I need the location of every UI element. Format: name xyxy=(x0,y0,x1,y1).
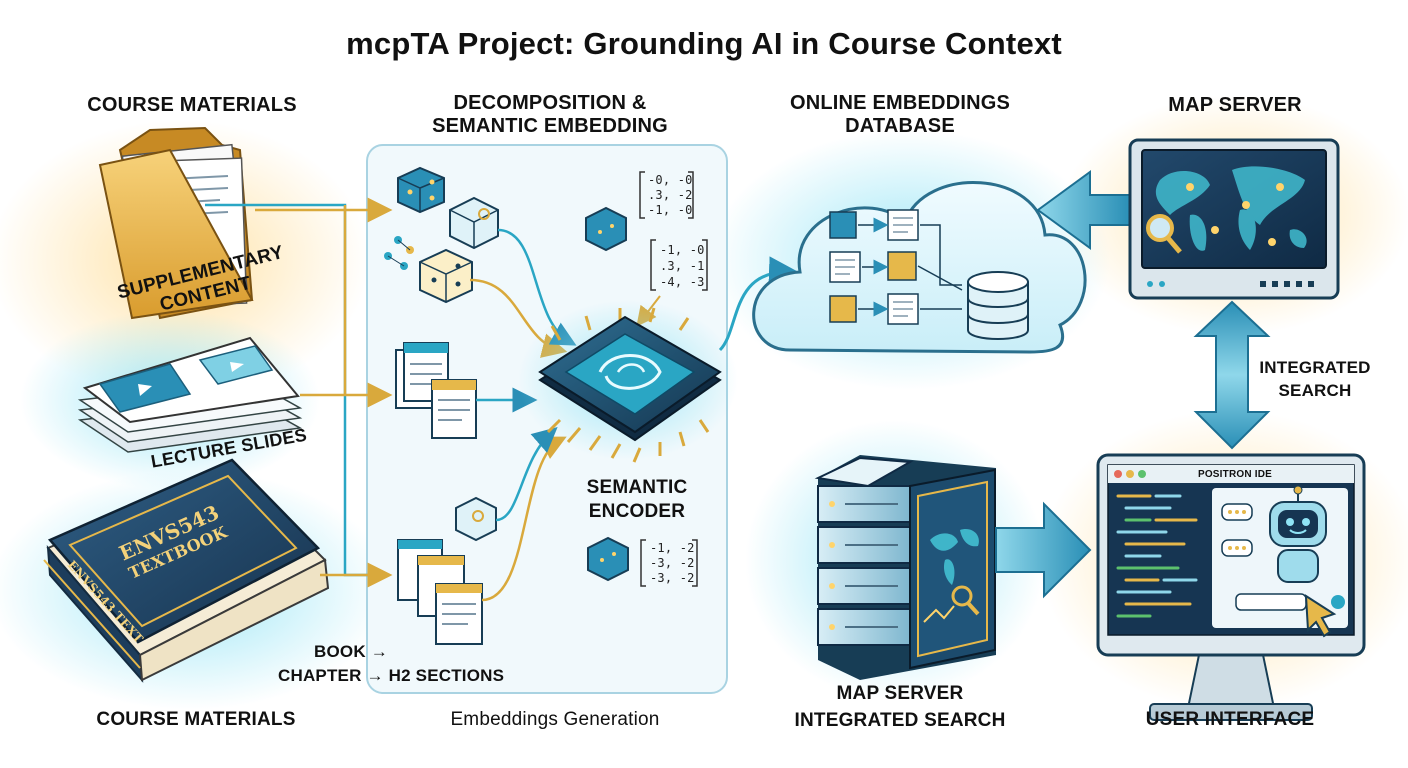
ide-monitor-icon xyxy=(1096,453,1366,721)
vector-3-row: -1, -2 xyxy=(650,541,695,555)
vector-1-row: .3, -2 xyxy=(648,188,693,202)
vector-readout-2: -1, -0 .3, -1 -4, -3 xyxy=(660,242,705,290)
decomposition-header-line1: DECOMPOSITION & xyxy=(453,92,647,114)
vector-readout-3: -1, -2 -3, -2 -3, -2 xyxy=(650,541,695,586)
map-server-header: MAP SERVER xyxy=(1168,94,1302,116)
encoder-to-database-line xyxy=(718,256,799,352)
vector-cube-icon-1 xyxy=(585,206,627,252)
server-rack-icon xyxy=(814,455,996,680)
hierarchy-line1: BOOK → xyxy=(314,642,388,661)
section-stack-icon xyxy=(397,496,497,645)
folder-icon xyxy=(98,126,254,320)
decomposition-header-line2: SEMANTIC EMBEDDING xyxy=(432,115,668,137)
vector-cube-icon-2 xyxy=(587,536,629,582)
embeddings-generation-label: Embeddings Generation xyxy=(450,709,660,730)
vector-2-row: .3, -1 xyxy=(660,259,705,273)
map-to-database-arrow xyxy=(1036,170,1131,250)
ide-title: POSITRON IDE xyxy=(1197,469,1273,480)
map-server-search-line1: MAP SERVER xyxy=(836,683,964,704)
database-header: ONLINE EMBEDDINGS DATABASE xyxy=(760,92,1040,138)
document-stack-icon xyxy=(395,342,477,439)
integrated-search-line2: SEARCH xyxy=(1278,381,1352,400)
cloud-database-icon xyxy=(752,181,1087,354)
slides-stack-icon xyxy=(77,336,303,453)
hierarchy-line2: CHAPTER → H2 SECTIONS xyxy=(278,666,505,685)
vector-brackets xyxy=(639,171,708,587)
server-to-ide-arrow xyxy=(995,501,1092,599)
dot-cluster-icon xyxy=(384,236,414,270)
page-title: mcpTA Project: Grounding AI in Course Co… xyxy=(346,26,1062,61)
map-server-search-line2: INTEGRATED SEARCH xyxy=(794,710,1006,731)
semantic-encoder-chip-icon xyxy=(538,307,722,463)
vector-readout-1: -0, -0 .3, -2 -1, -0 xyxy=(648,173,693,218)
encoder-label-line2: ENCODER xyxy=(588,501,686,522)
material-connectors xyxy=(205,197,393,588)
vector-3-row: -3, -2 xyxy=(650,571,695,585)
course-materials-header: COURSE MATERIALS xyxy=(87,94,297,116)
map-server-monitor-icon xyxy=(1128,138,1340,300)
vector-2-row: -4, -3 xyxy=(660,275,705,289)
course-materials-footer: COURSE MATERIALS xyxy=(96,709,296,730)
encoder-label-line1: SEMANTIC xyxy=(586,477,688,498)
vector-3-row: -3, -2 xyxy=(650,556,695,570)
decomposition-header: DECOMPOSITION & SEMANTIC EMBEDDING xyxy=(400,92,700,138)
database-header-line1: ONLINE EMBEDDINGS xyxy=(789,92,1011,114)
embedding-cube-icon-2 xyxy=(419,248,473,304)
integrated-search-line1: INTEGRATED xyxy=(1259,358,1371,377)
search-cube-icon xyxy=(449,196,499,250)
semantic-encoder-label: SEMANTIC ENCODER xyxy=(572,476,702,524)
mouse-cursor-icon xyxy=(1304,594,1337,638)
vector-1-row: -0, -0 xyxy=(648,173,693,187)
user-interface-label: USER INTERFACE xyxy=(1145,709,1315,730)
database-header-line2: DATABASE xyxy=(845,115,955,137)
vector-1-row: -1, -0 xyxy=(648,203,693,217)
integrated-search-double-arrow xyxy=(1193,300,1271,450)
embedding-cube-icon xyxy=(397,166,445,214)
map-server-search-label: MAP SERVER INTEGRATED SEARCH xyxy=(780,680,1020,734)
textbook-icon xyxy=(43,458,330,683)
vector-2-row: -1, -0 xyxy=(660,243,705,257)
assistant-robot-icon xyxy=(1269,485,1327,583)
hierarchy-label: BOOK → CHAPTER → H2 SECTIONS xyxy=(278,640,538,688)
integrated-search-label: INTEGRATED SEARCH xyxy=(1250,356,1380,402)
